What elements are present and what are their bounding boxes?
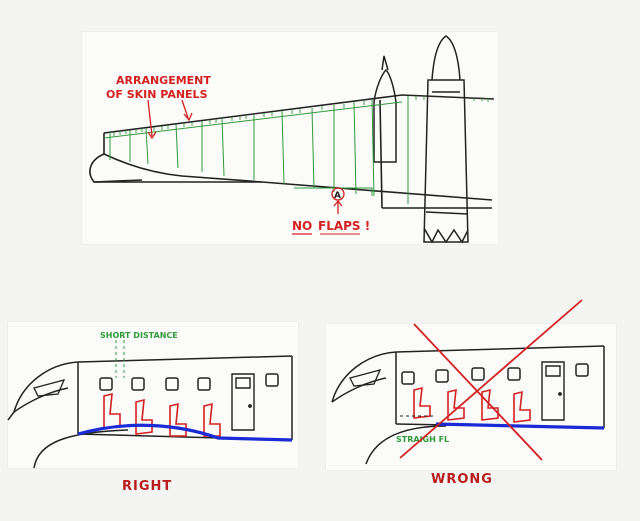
short-distance-label: SHORT DISTANCE <box>100 331 178 340</box>
marker-a-label: A <box>334 191 341 201</box>
cabin-windows-right <box>99 373 279 391</box>
skin-annotation-arrows <box>147 99 193 140</box>
caption-right: RIGHT <box>122 479 173 494</box>
fuselage-outline-right <box>7 355 293 469</box>
cabin-door-wrong <box>541 361 565 421</box>
no-flaps-rest: FLAPS ! <box>318 219 370 233</box>
skin-panel-lines <box>103 96 409 204</box>
wing-drawing: ARRANGEMENT OF SKIN PANELS A NO FLAPS ! <box>89 35 495 244</box>
cockpit-window-right <box>33 379 66 397</box>
cabin-floor-right <box>77 423 293 442</box>
annotation-skin-line2: OF SKIN PANELS <box>106 88 208 101</box>
right-cabin-diagram: SHORT DISTANCE <box>7 322 298 469</box>
no-flaps-no: NO <box>292 219 312 233</box>
wing-outline <box>89 94 495 209</box>
caption-wrong: WRONG <box>431 472 493 487</box>
cabin-door-right <box>231 373 255 431</box>
fuselage-nose <box>423 35 469 244</box>
cockpit-window-wrong <box>349 369 382 387</box>
wrong-cross-mark <box>399 299 583 461</box>
marker-a: A <box>331 187 345 214</box>
wrong-cabin-drawing: STRAIGH FL <box>331 299 605 465</box>
short-distance-marker <box>115 340 125 378</box>
wrong-cabin-diagram: STRAIGH FL <box>326 299 616 470</box>
annotation-skin-line1: ARRANGEMENT <box>116 74 211 87</box>
engine-nacelle <box>373 55 397 163</box>
right-cabin-drawing: SHORT DISTANCE <box>7 331 293 469</box>
wing-skin-diagram: ARRANGEMENT OF SKIN PANELS A NO FLAPS ! <box>82 32 498 244</box>
cabin-windows-wrong <box>401 363 589 385</box>
cabin-floor-wrong <box>435 422 605 430</box>
seats-wrong <box>413 386 531 423</box>
fuselage-outline-wrong <box>331 345 605 465</box>
rib-ticks <box>113 96 489 136</box>
no-flaps-note: NO FLAPS ! <box>292 219 370 235</box>
